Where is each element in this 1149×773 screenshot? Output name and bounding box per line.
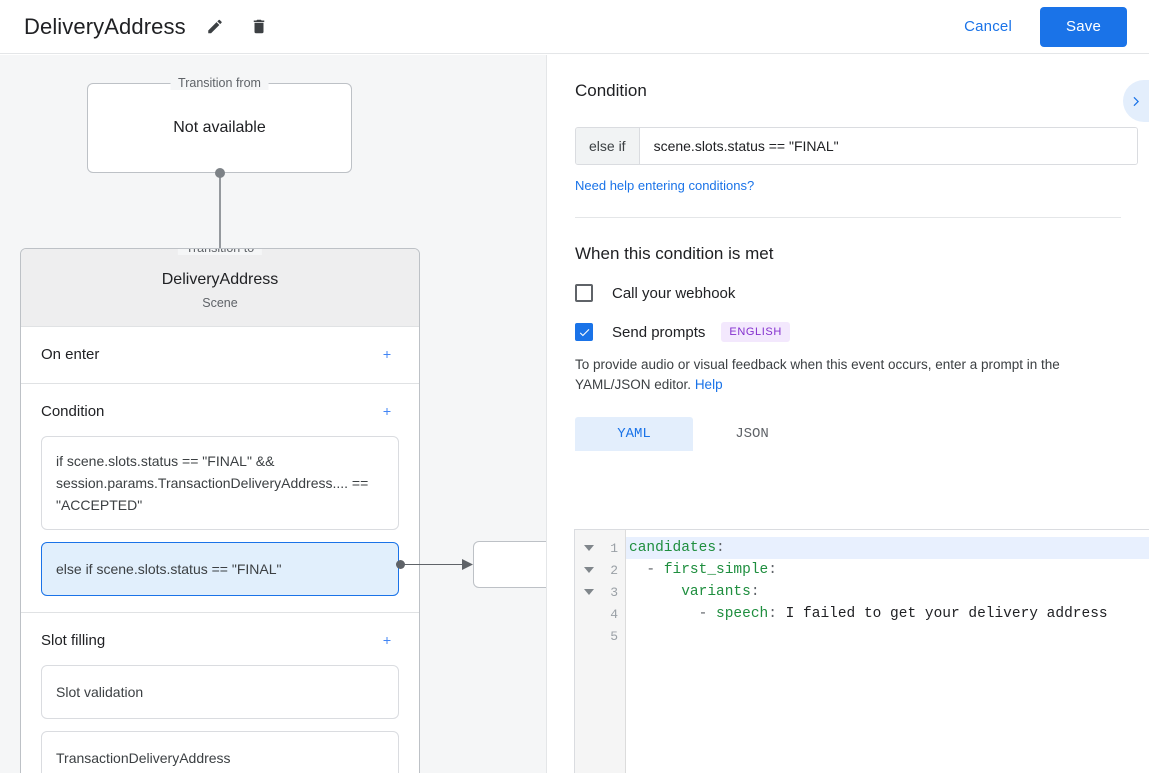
condition-input[interactable] [639,128,1137,164]
editor-code-line[interactable]: - speech: I failed to get your delivery … [629,606,1108,622]
cancel-button[interactable]: Cancel [950,10,1026,43]
editor-line-number: 5 [610,628,618,644]
trash-icon-glyph [253,19,264,34]
transition-to-node[interactable]: Transition to DeliveryAddress Scene On e… [20,248,420,773]
section-on-enter: On enter [21,327,419,384]
flow-canvas[interactable]: Transition from Not available Transition… [0,55,546,773]
editor-line-number: 3 [575,581,625,603]
pencil-icon[interactable] [200,12,230,42]
prompts-hint: To provide audio or visual feedback when… [575,355,1121,395]
plus-icon [383,636,391,644]
chevron-right-icon-glyph [1133,96,1139,106]
add-on-enter-button[interactable] [375,342,399,366]
editor-line-number: 1 [575,537,625,559]
section-condition-title: Condition [41,402,105,420]
transition-from-legend: Transition from [170,76,269,90]
scene-name: DeliveryAddress [161,271,279,288]
fold-toggle-icon[interactable] [584,567,594,573]
transition-from-node[interactable]: Transition from Not available [87,76,352,173]
editor-line-number: 4 [610,606,618,622]
section-condition-header: Condition [41,398,399,424]
send-prompts-label: Send prompts [612,323,706,341]
page-title: DeliveryAddress [24,13,186,39]
scene-type: Scene [202,296,238,310]
condition-prefix: else if [576,128,640,164]
editor-tabs: YAML JSON [575,417,1121,451]
transition-from-title: Not available [173,119,266,136]
condition-heading: Condition [575,81,647,100]
add-slot-button[interactable] [375,628,399,652]
language-badge: ENGLISH [721,322,790,342]
editor-code-line[interactable]: - first_simple: [629,562,777,578]
webhook-label: Call your webhook [612,284,736,302]
webhook-row[interactable]: Call your webhook [575,284,1121,302]
pencil-icon-glyph [207,19,222,34]
connector-line [400,564,464,565]
when-condition-met-block: When this condition is met Call your web… [547,218,1149,451]
editor-code-line[interactable] [626,625,1149,647]
section-condition: Condition if scene.slots.status == "FINA… [21,384,419,613]
condition-help-link[interactable]: Need help entering conditions? [575,178,755,193]
detail-panel: Condition else if Need help entering con… [546,55,1149,773]
fold-toggle-icon[interactable] [584,589,594,595]
target-node-stub[interactable] [473,541,546,588]
transition-to-legend: Transition to [177,249,263,255]
add-condition-button[interactable] [375,399,399,423]
webhook-checkbox[interactable] [575,284,593,302]
condition-field[interactable]: else if [575,127,1138,165]
editor-code-line[interactable]: candidates: [626,537,1149,559]
condition-card[interactable]: if scene.slots.status == "FINAL" && sess… [41,436,399,530]
tab-json[interactable]: JSON [735,426,769,442]
section-on-enter-header: On enter [41,341,399,367]
top-bar: DeliveryAddress Cancel Save [0,0,1149,54]
plus-icon [383,350,391,358]
section-slot-filling-title: Slot filling [41,631,106,649]
prompts-row[interactable]: Send prompts ENGLISH [575,322,1121,342]
condition-card-selected[interactable]: else if scene.slots.status == "FINAL" [41,542,399,596]
section-slot-filling: Slot filling Slot validation Transaction… [21,613,419,773]
scene-header: DeliveryAddress Scene [21,249,419,327]
slot-card[interactable]: TransactionDeliveryAddress [41,731,399,773]
save-button[interactable]: Save [1040,6,1127,47]
connector-arrow-right [462,559,473,570]
check-icon [579,328,589,336]
condition-block: Condition else if Need help entering con… [547,55,1149,218]
tab-yaml[interactable]: YAML [575,417,693,451]
plus-icon [383,407,391,415]
section-slot-filling-header: Slot filling [41,627,399,653]
trash-icon[interactable] [244,12,274,42]
section-on-enter-title: On enter [41,345,100,363]
editor-code-line[interactable]: variants: [681,584,760,600]
when-met-heading: When this condition is met [575,244,774,263]
panel-divider [575,217,1121,218]
prompts-help-link[interactable]: Help [694,377,723,392]
fold-toggle-icon[interactable] [584,545,594,551]
editor-line-number: 2 [575,559,625,581]
slot-validation-card[interactable]: Slot validation [41,665,399,719]
send-prompts-checkbox[interactable] [575,323,593,341]
prompts-hint-text: To provide audio or visual feedback when… [575,357,1060,392]
editor-code-area[interactable]: candidates: - first_simple: variants: - … [626,530,1149,773]
